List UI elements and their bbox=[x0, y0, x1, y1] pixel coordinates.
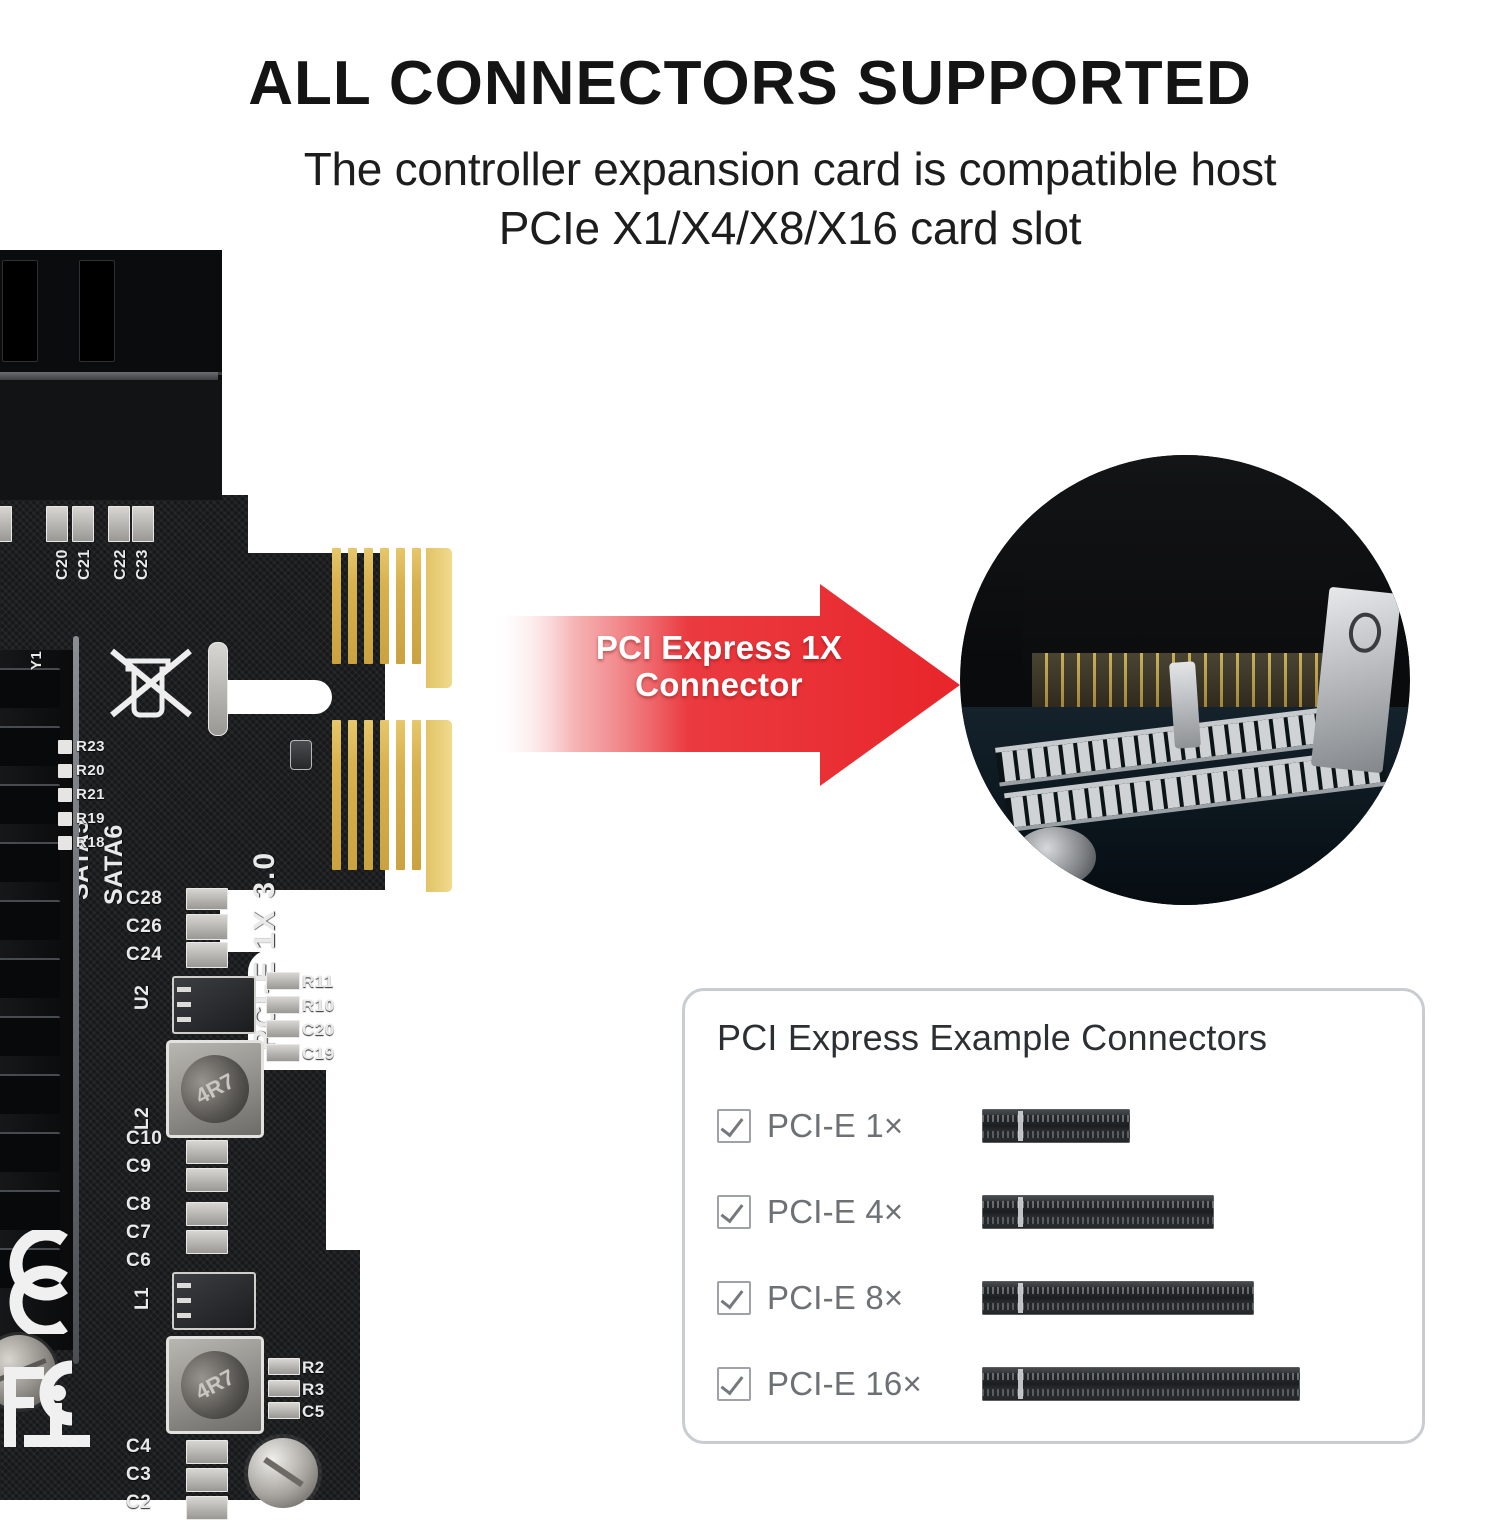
legend-label: PCI-E 1× bbox=[767, 1107, 904, 1144]
inset-slot-retention-clip bbox=[1168, 661, 1201, 749]
legend-panel: PCI Express Example Connectors PCI-E 1× … bbox=[682, 988, 1425, 1444]
legend-label: PCI-E 16× bbox=[767, 1365, 922, 1402]
smd-marker-bar bbox=[208, 642, 228, 736]
callout-arrow-label: PCI Express 1X Connector bbox=[574, 629, 864, 704]
inset-capacitor bbox=[1014, 827, 1096, 887]
pcb-right-cutout bbox=[326, 1040, 452, 1250]
smd-cap-a4 bbox=[132, 506, 154, 542]
silk-label-c9: C9 bbox=[126, 1156, 152, 1177]
ce-mark-icon bbox=[2, 1227, 98, 1339]
io-bracket bbox=[0, 636, 79, 1364]
silk-label-c28: C28 bbox=[126, 888, 163, 909]
checkbox-checked-icon[interactable] bbox=[717, 1195, 751, 1229]
pcb-mounting-standoff-screw bbox=[248, 1438, 318, 1508]
page-title: ALL CONNECTORS SUPPORTED bbox=[248, 49, 1252, 118]
silk-label-c19: C19 bbox=[302, 1044, 335, 1063]
silk-label-c7: C7 bbox=[126, 1222, 152, 1243]
slot-graphic-1x bbox=[982, 1109, 1130, 1143]
silk-label-l5: L1 bbox=[132, 1286, 153, 1310]
callout-arrow: PCI Express 1X Connector bbox=[490, 580, 960, 790]
silk-label-c20: C20 bbox=[54, 549, 71, 580]
sata-port-slot-2 bbox=[79, 260, 115, 362]
legend-row-pcie-16x: PCI-E 16× bbox=[717, 1341, 1400, 1427]
silk-label-c6: C6 bbox=[126, 1250, 152, 1271]
inset-card-pcb bbox=[1023, 473, 1347, 680]
silk-label-r2: R2 bbox=[302, 1358, 325, 1377]
silk-label-r3: R3 bbox=[302, 1380, 325, 1399]
inductor-l2: 4R7 bbox=[166, 1040, 264, 1138]
gold-finger-base-upper bbox=[426, 548, 452, 688]
gold-finger-segment-lower bbox=[332, 720, 452, 892]
silk-label-r10: R10 bbox=[302, 996, 335, 1015]
slot-graphic-8x bbox=[982, 1281, 1254, 1315]
pcb-cutout-below-fingers bbox=[220, 890, 452, 952]
pcie-expansion-card: SATA5 SATA6 C20 C21 C22 C23 PCI-E 1X 3.0 bbox=[0, 250, 452, 1520]
legend-title: PCI Express Example Connectors bbox=[717, 1017, 1268, 1058]
legend-label: PCI-E 8× bbox=[767, 1279, 904, 1316]
subtitle-line-1: The controller expansion card is compati… bbox=[303, 143, 1277, 195]
smd-cap-a3 bbox=[108, 506, 130, 542]
silk-label-c26: C26 bbox=[126, 916, 163, 937]
gold-finger-base-lower bbox=[426, 720, 452, 892]
silk-label-c20b: C20 bbox=[302, 1020, 335, 1039]
silk-label-r23: R23 bbox=[76, 738, 106, 755]
fcc-mark-icon bbox=[0, 1345, 128, 1457]
silk-label-r21: R21 bbox=[76, 786, 106, 803]
sata-connector-body bbox=[0, 380, 222, 500]
sata-port-slot-1 bbox=[2, 260, 38, 362]
silk-label-c3: C3 bbox=[126, 1464, 152, 1485]
motherboard-slot-closeup-inset bbox=[960, 455, 1410, 905]
silk-label-c22: C22 bbox=[112, 549, 129, 580]
callout-line-1: PCI Express 1X bbox=[595, 629, 843, 666]
inductor-l2-marking: 4R7 bbox=[168, 1042, 262, 1136]
sata-connector-bar bbox=[0, 372, 218, 380]
silk-label-y1: Y1 bbox=[28, 650, 45, 670]
ic-secondary-regulator bbox=[172, 1272, 256, 1330]
legend-row-pcie-4x: PCI-E 4× bbox=[717, 1169, 1400, 1255]
gold-finger-segment-upper bbox=[332, 548, 452, 688]
sata-connector-block bbox=[0, 250, 222, 500]
io-bracket-rail bbox=[73, 636, 79, 1364]
silk-label-c23: C23 bbox=[134, 549, 151, 580]
smd-cap-a0 bbox=[0, 506, 12, 542]
smd-cap-a1 bbox=[46, 506, 68, 542]
legend-rows: PCI-E 1× PCI-E 4× PCI-E 8× bbox=[717, 1083, 1400, 1427]
pcb-cutout-top bbox=[248, 495, 448, 553]
slot-graphic-4x bbox=[982, 1195, 1214, 1229]
callout-line-2: Connector bbox=[635, 665, 803, 703]
silk-label-l2: L2 bbox=[132, 1106, 153, 1130]
silk-label-c24: C24 bbox=[126, 944, 163, 965]
silk-label-r20: R20 bbox=[76, 762, 106, 779]
legend-row-pcie-1x: PCI-E 1× bbox=[717, 1083, 1400, 1169]
silk-label-r18: R18 bbox=[76, 834, 106, 851]
smd-cap-a2 bbox=[72, 506, 94, 542]
legend-row-pcie-8x: PCI-E 8× bbox=[717, 1255, 1400, 1341]
silk-label-c4: C4 bbox=[126, 1436, 152, 1457]
silk-label-r19: R19 bbox=[76, 810, 106, 827]
ic-u2-regulator bbox=[172, 976, 256, 1034]
pcb-lower-right-cutout bbox=[360, 1250, 452, 1500]
checkbox-checked-icon[interactable] bbox=[717, 1367, 751, 1401]
smd-via-pad bbox=[290, 740, 312, 770]
silk-label-u2: U2 bbox=[132, 984, 153, 1010]
subtitle-line-2: PCIe X1/X4/X8/X16 card slot bbox=[498, 201, 1082, 254]
silk-label-c10: C10 bbox=[126, 1128, 163, 1149]
inductor-l1-marking: 4R7 bbox=[168, 1338, 262, 1432]
legend-label: PCI-E 4× bbox=[767, 1193, 904, 1230]
page-subtitle: The controller expansion card is compati… bbox=[150, 140, 1430, 258]
weee-crossed-bin-icon bbox=[108, 645, 194, 721]
silk-label-r11: R11 bbox=[302, 972, 334, 991]
silk-label-c5: C5 bbox=[302, 1402, 325, 1421]
silk-label-c2: C2 bbox=[126, 1492, 152, 1513]
slot-graphic-16x bbox=[982, 1367, 1300, 1401]
silk-label-c8: C8 bbox=[126, 1194, 152, 1215]
checkbox-checked-icon[interactable] bbox=[717, 1109, 751, 1143]
silk-label-c21: C21 bbox=[76, 549, 93, 580]
checkbox-checked-icon[interactable] bbox=[717, 1281, 751, 1315]
pcb-notch-key bbox=[220, 680, 332, 714]
inductor-l1: 4R7 bbox=[166, 1336, 264, 1434]
